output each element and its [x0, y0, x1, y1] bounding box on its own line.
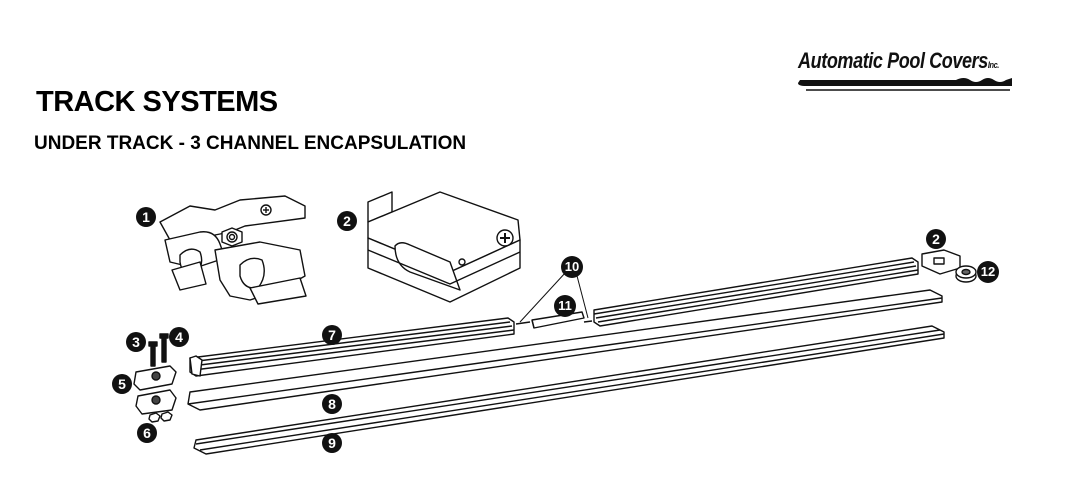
small-clamp-part — [133, 365, 177, 415]
callout-7: 7 — [322, 325, 342, 345]
page-subtitle: UNDER TRACK - 3 CHANNEL ENCAPSULATION — [34, 133, 467, 154]
callout-4: 4 — [169, 327, 189, 347]
callout-12: 12 — [977, 261, 999, 283]
callout-1: 1 — [136, 207, 156, 227]
end-slide-block-part — [921, 249, 961, 275]
callout-8: 8 — [322, 394, 342, 414]
lip-extrusion-part — [193, 325, 945, 455]
nuts-part — [148, 411, 173, 423]
three-channel-track-left — [189, 317, 515, 377]
logo-text: Automatic Pool CoversInc. — [798, 48, 999, 74]
callout-5: 5 — [112, 374, 132, 394]
callout-9: 9 — [322, 433, 342, 453]
brand-logo: Automatic Pool CoversInc. — [796, 48, 1016, 94]
logo-wave-underline-icon — [798, 78, 1012, 91]
leader-line-10a — [519, 271, 567, 323]
callout-3: 3 — [126, 332, 146, 352]
bolts-part — [148, 333, 169, 367]
page-title: TRACK SYSTEMS — [36, 86, 278, 118]
slide-block-part — [367, 191, 521, 303]
logo-brand: Automatic Pool Covers — [798, 48, 988, 73]
callout-2-right: 2 — [926, 229, 946, 249]
flat-strip-part — [187, 289, 943, 411]
three-channel-track-right — [593, 257, 919, 327]
leader-line-10b — [575, 271, 589, 319]
callout-10: 10 — [561, 256, 583, 278]
callout-2: 2 — [337, 211, 357, 231]
clamp-bracket-part — [159, 195, 307, 305]
pulley-wheel-part — [955, 265, 977, 283]
logo-inc: Inc. — [987, 60, 999, 70]
callout-6: 6 — [137, 423, 157, 443]
callout-11: 11 — [554, 295, 576, 317]
